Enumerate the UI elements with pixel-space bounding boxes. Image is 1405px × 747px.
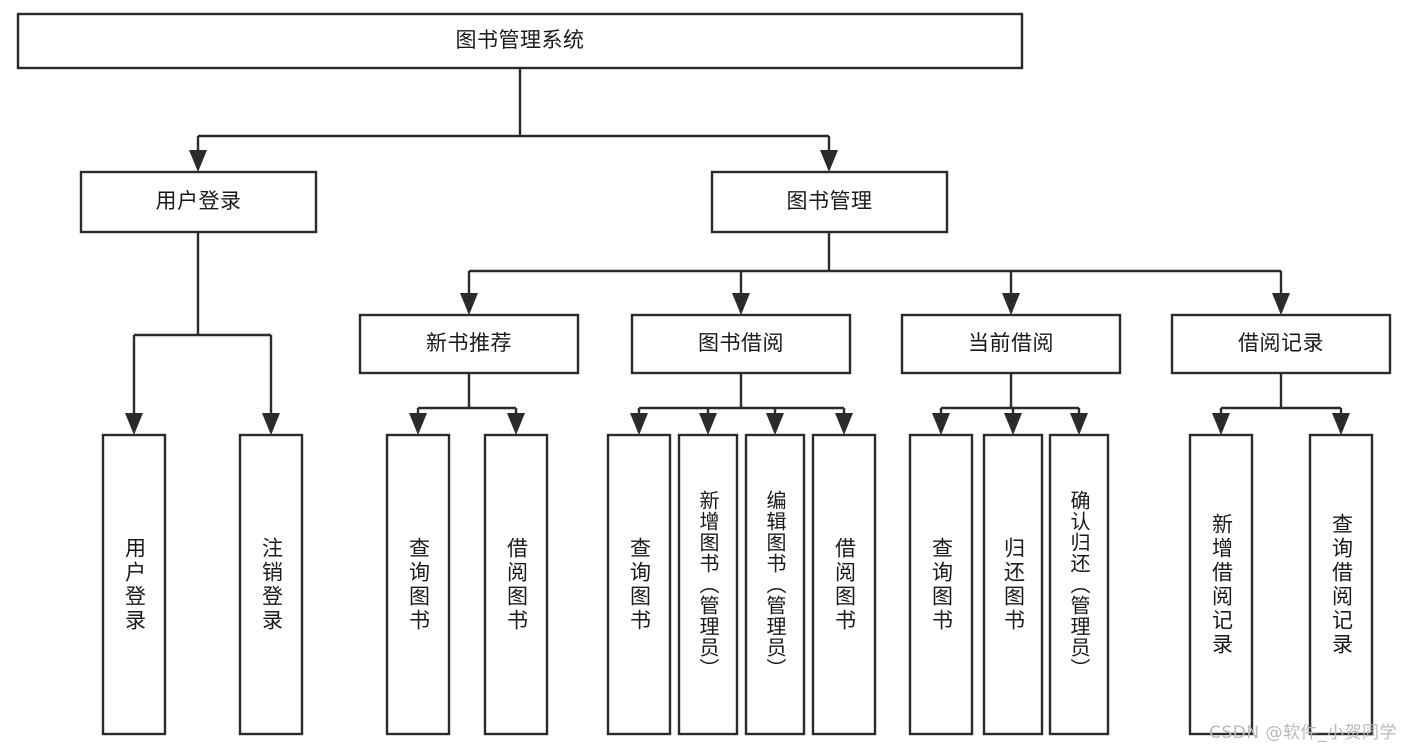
root-to-level2-arrow-0 — [189, 150, 207, 172]
level3-0-to-leaves-arrow-1 — [507, 413, 525, 435]
level3-0-to-leaves-arrow-0 — [409, 413, 427, 435]
books-to-level3-arrow-0 — [460, 293, 478, 315]
node-level2-0[interactable] — [79, 170, 318, 234]
node-level2-1[interactable] — [710, 170, 949, 234]
node-root-system[interactable] — [16, 12, 1024, 70]
node-leaf-1[interactable] — [238, 433, 304, 736]
level3-2-to-leaves-arrow-2 — [1070, 413, 1088, 435]
books-to-level3-arrow-2 — [1002, 293, 1020, 315]
node-level3-1[interactable] — [630, 313, 852, 375]
level3-3-to-leaves-arrow-1 — [1332, 413, 1350, 435]
node-leaf-9[interactable] — [982, 433, 1044, 736]
node-leaf-6[interactable] — [744, 433, 806, 736]
node-leaf-4[interactable] — [606, 433, 672, 736]
level3-1-to-leaves-arrow-1 — [699, 413, 717, 435]
login-to-leaves-arrow-0 — [125, 413, 143, 435]
node-leaf-12[interactable] — [1308, 433, 1374, 736]
books-to-level3-arrow-1 — [732, 293, 750, 315]
node-leaf-11[interactable] — [1188, 433, 1254, 736]
node-level3-0[interactable] — [358, 313, 580, 375]
level3-1-to-leaves-arrow-3 — [835, 413, 853, 435]
edges-layer — [125, 68, 1350, 435]
node-leaf-5[interactable] — [677, 433, 739, 736]
level3-2-to-leaves-arrow-0 — [932, 413, 950, 435]
node-leaf-0[interactable] — [101, 433, 167, 736]
level3-3-to-leaves-arrow-0 — [1212, 413, 1230, 435]
node-leaf-2[interactable] — [385, 433, 451, 736]
node-level3-2[interactable] — [900, 313, 1122, 375]
level3-1-to-leaves-arrow-0 — [630, 413, 648, 435]
level3-1-to-leaves-arrow-2 — [766, 413, 784, 435]
node-leaf-3[interactable] — [483, 433, 549, 736]
books-to-level3-arrow-3 — [1272, 293, 1290, 315]
node-leaf-10[interactable] — [1048, 433, 1110, 736]
boxes-layer — [16, 12, 1392, 736]
node-leaf-7[interactable] — [811, 433, 877, 736]
node-leaf-8[interactable] — [908, 433, 974, 736]
level3-2-to-leaves-arrow-1 — [1004, 413, 1022, 435]
node-level3-3[interactable] — [1170, 313, 1392, 375]
root-to-level2-arrow-1 — [820, 150, 838, 172]
csdn-watermark: CSDN @软件_小贺同学 — [1209, 723, 1397, 743]
login-to-leaves-arrow-1 — [262, 413, 280, 435]
